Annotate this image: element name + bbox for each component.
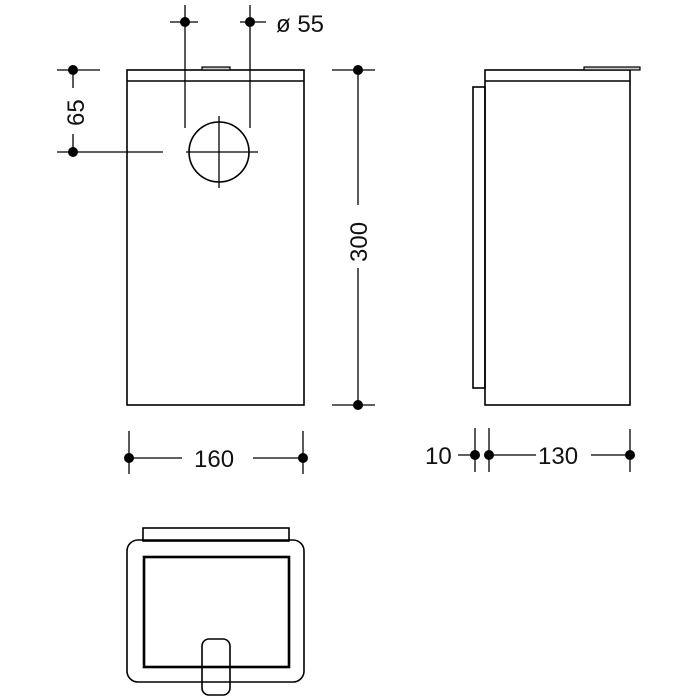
bottom-release-knob: [201, 638, 231, 696]
bottom-view: [126, 527, 305, 696]
side-view: [472, 66, 641, 406]
width-label: 160: [194, 446, 234, 473]
dim-dot: [180, 17, 190, 27]
front-view: [126, 66, 305, 406]
front-top-tab: [201, 66, 231, 71]
diameter-label: ø 55: [276, 11, 324, 38]
dim-dot: [484, 450, 494, 460]
dim-dot: [470, 450, 480, 460]
height-dimension: 300: [332, 65, 375, 410]
width-dimension: 160: [124, 431, 308, 474]
height-label: 300: [346, 222, 373, 262]
dim-dot: [353, 400, 363, 410]
bottom-back-rail: [142, 527, 290, 542]
front-body-outline: [126, 69, 305, 406]
wall-plate-depth-label: 10: [425, 443, 452, 470]
dim-dot: [625, 450, 635, 460]
dim-dot: [245, 17, 255, 27]
dim-dot: [353, 65, 363, 75]
dim-dot: [68, 147, 78, 157]
bottom-inner-opening: [142, 555, 291, 669]
diameter-dimension: ø 55: [170, 5, 324, 128]
bottom-outer-frame: [126, 539, 305, 683]
dim-dot: [298, 453, 308, 463]
wall-plate: [472, 86, 486, 389]
hole-offset-label: 65: [63, 99, 90, 126]
hole-offset-dimension: 65: [57, 65, 163, 157]
side-body-outline: [484, 69, 631, 406]
dim-dot: [68, 65, 78, 75]
depth-label: 130: [538, 443, 578, 470]
dim-dot: [124, 453, 134, 463]
depth-dimension: 10 130: [425, 428, 635, 472]
side-top-tab: [583, 66, 641, 71]
